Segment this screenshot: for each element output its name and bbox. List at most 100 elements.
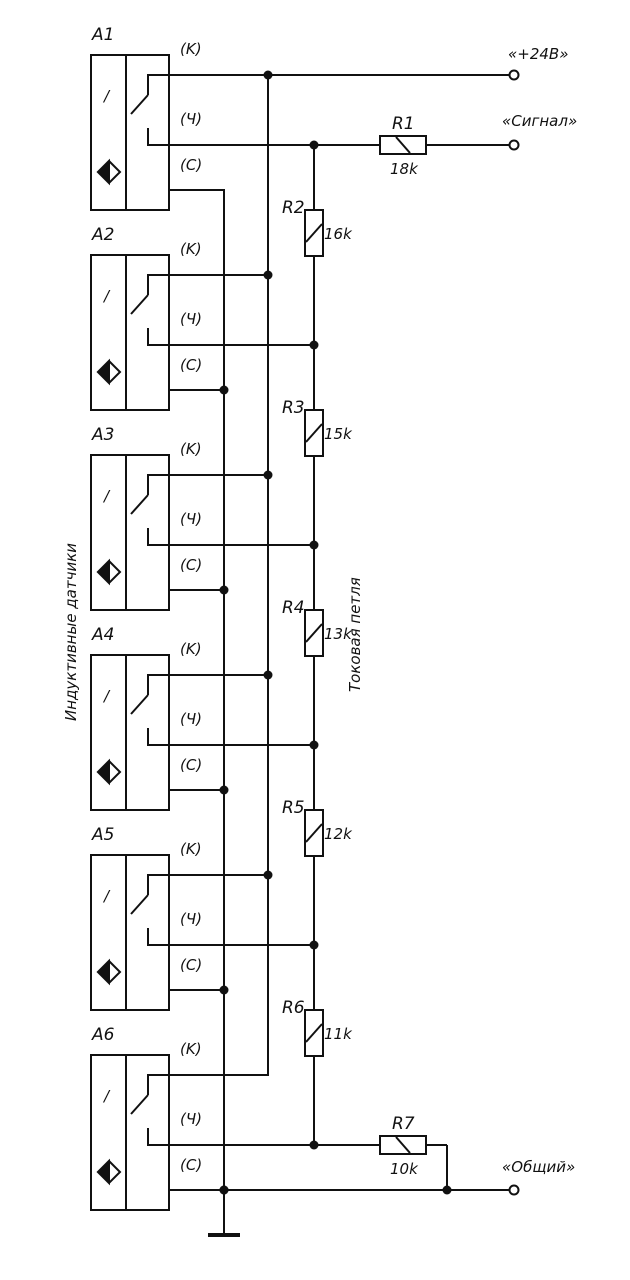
resistor-trim-mark bbox=[305, 1023, 323, 1043]
resistor-label: R1 bbox=[392, 114, 415, 134]
junction-power bbox=[263, 70, 273, 80]
sensor-label: A5 bbox=[91, 825, 114, 845]
terminal-label-power: «+24В» bbox=[508, 45, 568, 63]
junction-k bbox=[263, 870, 273, 880]
sensor-body bbox=[90, 454, 170, 611]
resistor-value: 11k bbox=[324, 1025, 353, 1043]
resistor-body bbox=[304, 1009, 324, 1057]
junction-k bbox=[263, 470, 273, 480]
contact-lower-lead bbox=[147, 928, 169, 946]
inductive-sensor-icon-fill bbox=[96, 1158, 110, 1186]
sensor-a1 bbox=[90, 54, 170, 211]
pin-label-s: (С) bbox=[180, 756, 202, 774]
contact-upper-lead bbox=[147, 474, 169, 495]
sensor-a3 bbox=[90, 454, 170, 611]
resistor-body bbox=[304, 609, 324, 657]
pin-label-s: (С) bbox=[180, 956, 202, 974]
junction-k bbox=[263, 270, 273, 280]
junction-s bbox=[219, 585, 229, 595]
terminal-label-signal: «Сигнал» bbox=[502, 112, 577, 130]
resistor-value: 13k bbox=[324, 625, 353, 643]
sensor-body bbox=[90, 1054, 170, 1211]
resistor-label: R5 bbox=[282, 798, 305, 818]
terminal-label-common: «Общий» bbox=[502, 1158, 575, 1176]
terminal-power bbox=[508, 69, 520, 81]
resistor-r1 bbox=[379, 135, 427, 155]
resistor-value: 16k bbox=[324, 225, 353, 243]
junction-ch bbox=[309, 940, 319, 950]
resistor-label: R6 bbox=[282, 998, 305, 1018]
sensor-switch-mark: / bbox=[102, 687, 111, 705]
sensor-a4 bbox=[90, 654, 170, 811]
inductive-sensor-icon-fill bbox=[96, 358, 110, 386]
sensor-body bbox=[90, 54, 170, 211]
terminal-common bbox=[508, 1184, 520, 1196]
pin-label-ch: (Ч) bbox=[180, 1110, 202, 1128]
junction-s bbox=[219, 785, 229, 795]
contact-lower-lead bbox=[147, 728, 169, 746]
sensor-body bbox=[90, 854, 170, 1011]
resistor-body bbox=[379, 1135, 427, 1155]
contact-blade bbox=[130, 494, 149, 515]
resistor-value: 18k bbox=[390, 160, 419, 178]
sensor-switch-mark: / bbox=[102, 87, 111, 105]
pin-label-ch: (Ч) bbox=[180, 510, 202, 528]
contact-blade bbox=[130, 294, 149, 315]
junction-s bbox=[219, 385, 229, 395]
wire-s-first bbox=[169, 189, 225, 245]
sensor-label: A2 bbox=[91, 225, 114, 245]
contact-lower-lead bbox=[147, 528, 169, 546]
sensors-group-label: Индуктивные датчики bbox=[62, 543, 80, 721]
junction-common-r7 bbox=[442, 1185, 452, 1195]
pin-label-k: (K) bbox=[180, 240, 202, 258]
inductive-sensor-icon-fill bbox=[96, 158, 110, 186]
resistor-trim-mark bbox=[305, 423, 323, 443]
sensor-label: A3 bbox=[91, 425, 114, 445]
resistor-body bbox=[304, 809, 324, 857]
pin-label-k: (K) bbox=[180, 840, 202, 858]
pin-label-k: (K) bbox=[180, 40, 202, 58]
resistor-label: R2 bbox=[282, 198, 305, 218]
sensor-label: A4 bbox=[91, 625, 114, 645]
resistor-value: 12k bbox=[324, 825, 353, 843]
sensor-a6 bbox=[90, 1054, 170, 1211]
inductive-sensor-icon-fill bbox=[96, 758, 110, 786]
resistor-body bbox=[304, 209, 324, 257]
wires bbox=[169, 74, 510, 1235]
resistor-r4 bbox=[304, 609, 324, 657]
current-loop-label: Токовая петля bbox=[346, 577, 364, 692]
terminal-signal bbox=[508, 139, 520, 151]
pin-label-ch: (Ч) bbox=[180, 110, 202, 128]
pin-label-ch: (Ч) bbox=[180, 310, 202, 328]
contact-upper-lead bbox=[147, 674, 169, 695]
pin-label-s: (С) bbox=[180, 156, 202, 174]
resistor-value: 15k bbox=[324, 425, 353, 443]
sensor-switch-mark: / bbox=[102, 487, 111, 505]
resistor-trim-mark bbox=[395, 1136, 411, 1154]
resistor-value: 10k bbox=[390, 1160, 419, 1178]
sensor-switch-mark: / bbox=[102, 287, 111, 305]
pin-label-ch: (Ч) bbox=[180, 710, 202, 728]
contact-blade bbox=[130, 694, 149, 715]
sensor-body bbox=[90, 254, 170, 411]
junction-k bbox=[263, 670, 273, 680]
pin-label-s: (С) bbox=[180, 356, 202, 374]
resistor-body bbox=[304, 409, 324, 457]
contact-upper-lead bbox=[147, 874, 169, 895]
resistor-r6 bbox=[304, 1009, 324, 1057]
parts bbox=[90, 54, 520, 1237]
resistor-label: R3 bbox=[282, 398, 305, 418]
junction-ch bbox=[309, 740, 319, 750]
resistor-body bbox=[379, 135, 427, 155]
resistor-label: R7 bbox=[392, 1114, 415, 1134]
resistor-trim-mark bbox=[305, 823, 323, 843]
sensor-a2 bbox=[90, 254, 170, 411]
contact-upper-lead bbox=[147, 274, 169, 295]
sensor-a5 bbox=[90, 854, 170, 1011]
pin-label-k: (K) bbox=[180, 440, 202, 458]
contact-blade bbox=[130, 1094, 149, 1115]
junction-ch bbox=[309, 340, 319, 350]
resistor-r2 bbox=[304, 209, 324, 257]
contact-lower-lead bbox=[147, 1128, 169, 1146]
